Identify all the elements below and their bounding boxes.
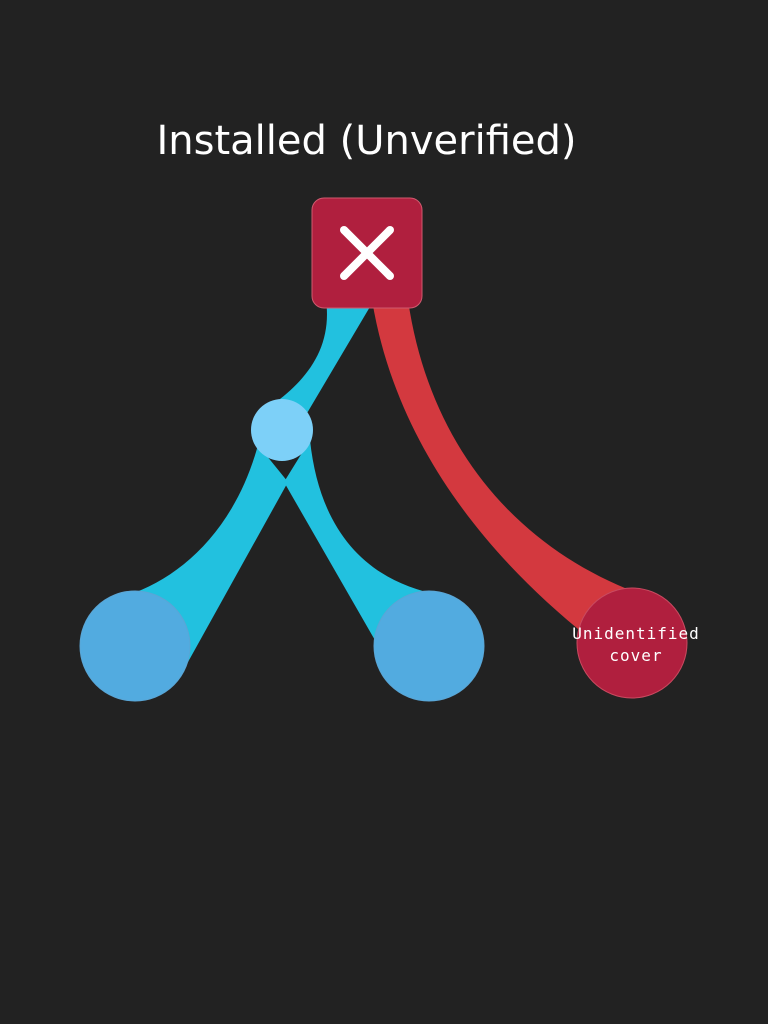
- unknown-node-label-line1: Unidentified: [572, 624, 700, 643]
- unknown-node-label-line2: cover: [609, 646, 662, 665]
- hub-node[interactable]: [251, 399, 313, 461]
- branch-root-to-unknown: [372, 300, 635, 665]
- branch-hub-to-leaf-middle: [284, 440, 440, 642]
- leaf-node-left[interactable]: [79, 590, 191, 702]
- leaf-node-middle[interactable]: [373, 590, 485, 702]
- page-title: Installed (Unverified): [156, 118, 577, 164]
- root-node[interactable]: [311, 197, 423, 309]
- branch-root-to-hub: [272, 300, 374, 425]
- close-icon: [340, 226, 394, 280]
- unknown-node[interactable]: Unidentified cover: [572, 587, 700, 699]
